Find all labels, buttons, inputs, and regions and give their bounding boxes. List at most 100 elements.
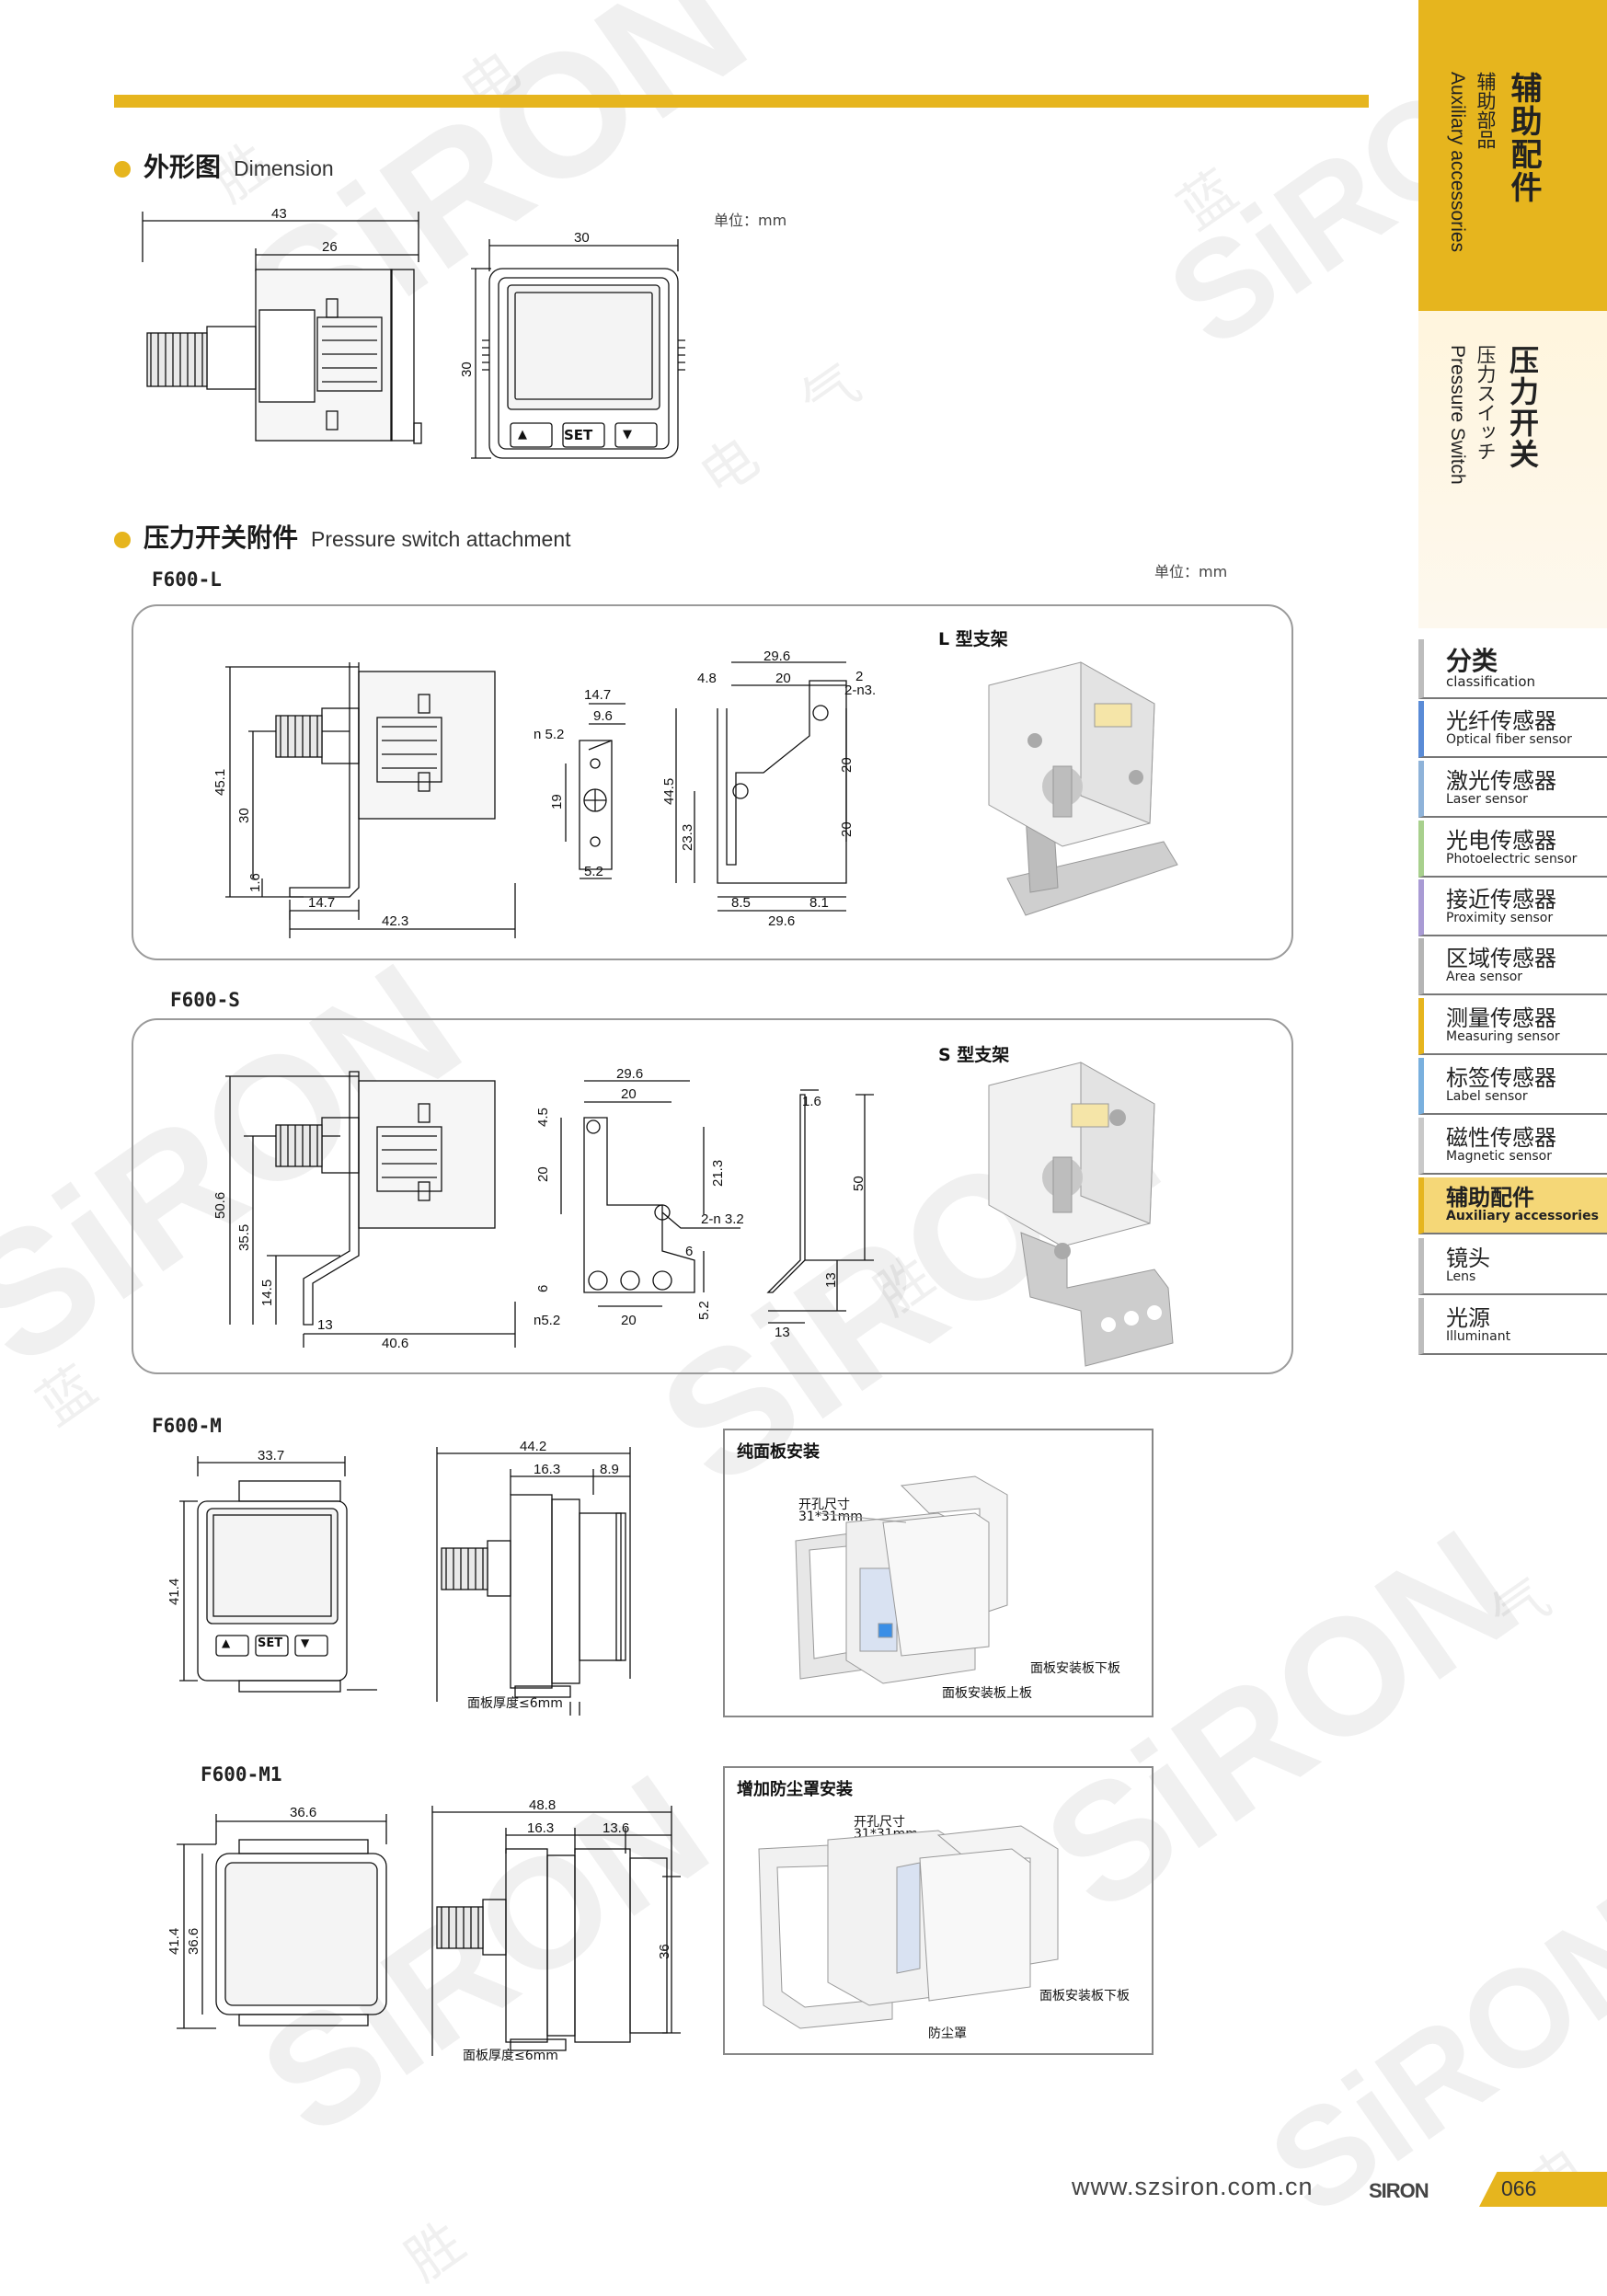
dim-13-6: 13.6	[603, 1820, 629, 1836]
s-bracket-photo	[988, 1062, 1174, 1367]
dim-2-n3: 2-n3.	[844, 683, 876, 698]
dim-21-3: 21.3	[710, 1160, 726, 1187]
dim-44-5: 44.5	[661, 778, 677, 805]
cutout-label: 开孔尺寸	[798, 1498, 850, 1512]
sidebar-item-sublabel: Area sensor	[1446, 969, 1523, 984]
dim-8-1: 8.1	[809, 895, 829, 911]
model-label-f600m: F600-M	[152, 1415, 222, 1437]
sidebar-category-zh: 辅助配件	[1505, 72, 1542, 204]
panel-mount-photo	[795, 1475, 1008, 1684]
dim-14-7b: 14.7	[584, 687, 611, 703]
model-label-f600m1: F600-M1	[201, 1763, 282, 1785]
dim-16-3: 16.3	[534, 1462, 560, 1477]
sidebar-item-label: 辅助配件	[1446, 1184, 1534, 1211]
watermark: 蓝	[26, 1354, 109, 1439]
lower-plate-label: 面板安装板下板	[1030, 1661, 1120, 1676]
title-zh: 外形图	[143, 152, 222, 182]
dim-35-5: 35.5	[236, 1224, 252, 1251]
dust-cover-title: 增加防尘罩安装	[737, 1780, 853, 1799]
sidebar-subcategory-en: Pressure Switch	[1447, 345, 1468, 485]
dim-29-6b: 29.6	[768, 913, 795, 929]
dim-19: 19	[549, 794, 565, 809]
dim-14-7: 14.7	[308, 895, 335, 911]
dim-42-3: 42.3	[382, 913, 408, 929]
title-zh: 压力开关附件	[143, 522, 299, 553]
dim-1-6: 1.6	[247, 873, 263, 892]
dim-9-6: 9.6	[593, 708, 613, 724]
sidebar-item-sublabel: Laser sensor	[1446, 791, 1528, 807]
f600m1-side-drawing: 48.8 16.3 13.6 36	[431, 1797, 681, 2056]
sidebar-item-label: 光纤传感器	[1446, 707, 1556, 734]
watermark: 气	[1479, 1566, 1562, 1650]
panel-mount-box	[723, 1429, 1154, 1717]
sidebar-item-sublabel: Proximity sensor	[1446, 910, 1554, 925]
f600l-bracket-front: 14.7 9.6 n 5.2 19 5.2	[534, 687, 626, 879]
dim-43: 43	[271, 206, 287, 222]
f600s-bracket-side: 1.6 50 13 13	[766, 1089, 874, 1340]
dim-36-6h: 36.6	[186, 1928, 201, 1955]
down-button-icon: ▼	[301, 1636, 310, 1649]
sidebar-subcategory-zh: 压力开关	[1505, 345, 1540, 470]
dim-44-2: 44.2	[520, 1439, 546, 1454]
sidebar-item-sublabel: Optical fiber sensor	[1446, 731, 1572, 747]
sidebar-item-label: 区域传感器	[1446, 945, 1556, 971]
dim-30w: 30	[574, 230, 590, 246]
f600s-panel	[132, 1018, 1293, 1374]
up-button-icon: ▲	[518, 428, 527, 442]
upper-plate-label: 面板安装板上板	[942, 1686, 1032, 1701]
dim-30: 30	[236, 808, 252, 823]
dim-2-n3-2: 2-n 3.2	[701, 1211, 744, 1227]
header-rule	[114, 95, 1369, 108]
dim-29-6s: 29.6	[616, 1066, 643, 1082]
sidebar-item-label: 磁性传感器	[1446, 1124, 1556, 1151]
dim-41-4: 41.4	[166, 1578, 182, 1605]
footer-url[interactable]: www.szsiron.com.cn	[1072, 2173, 1314, 2200]
model-label-f600l: F600-L	[152, 568, 222, 591]
bullet-icon	[114, 532, 131, 548]
dim-41-4m1: 41.4	[166, 1928, 182, 1955]
dim-20a: 20	[839, 757, 855, 773]
panel-thickness-label: 面板厚度≤6mm	[467, 1696, 563, 1711]
dim-48-8: 48.8	[529, 1797, 556, 1813]
sidebar-subcategory-zh2: 压力スイッチ	[1475, 345, 1497, 461]
dim-23-3: 23.3	[680, 824, 695, 851]
watermark: 胜	[394, 2210, 476, 2294]
dim-20b: 20	[621, 1313, 637, 1328]
dim-1-6s: 1.6	[802, 1094, 821, 1109]
bullet-icon	[114, 161, 131, 178]
dim-8-5: 8.5	[731, 895, 751, 911]
lower-plate-label: 面板安装板下板	[1039, 1989, 1130, 2003]
dim-20s: 20	[621, 1086, 637, 1102]
page-number-tab	[1479, 2172, 1607, 2207]
dust-cover-box	[723, 1766, 1154, 2055]
watermark: 蓝	[1166, 158, 1249, 243]
dim-20v: 20	[535, 1166, 551, 1182]
dim-5-2: 5.2	[584, 864, 603, 879]
sidebar-item-label: 光源	[1446, 1304, 1490, 1331]
front-view-drawing: 30 30	[459, 230, 685, 459]
l-bracket-photo	[988, 661, 1178, 916]
side-view-drawing: 43 26	[142, 206, 422, 444]
sidebar-item-label: 光电传感器	[1446, 827, 1556, 854]
sidebar-item-sublabel: Label sensor	[1446, 1088, 1528, 1104]
s-bracket-caption: S 型支架	[938, 1045, 1010, 1065]
section-attachment-title: 压力开关附件 Pressure switch attachment	[114, 518, 571, 555]
sidebar-item-sublabel: Photoelectric sensor	[1446, 851, 1578, 867]
sidebar-category-block	[1418, 0, 1607, 311]
sidebar-item-label: 镜头	[1446, 1245, 1490, 1271]
dim-5-2s: 5.2	[696, 1301, 712, 1320]
section-dimension-title: 外形图 Dimension	[114, 147, 334, 184]
page-number: 066	[1501, 2176, 1537, 2200]
footer-brand-logo: SIRON	[1369, 2179, 1429, 2202]
